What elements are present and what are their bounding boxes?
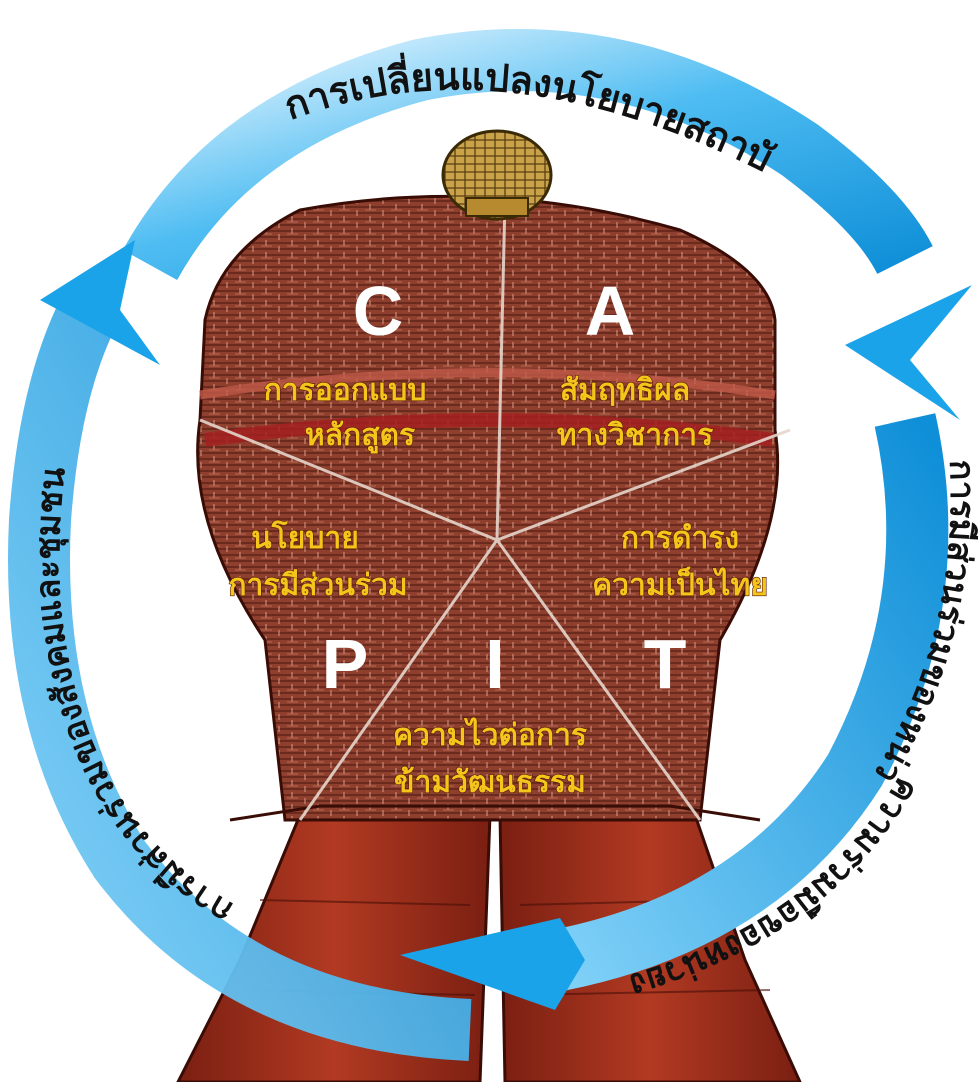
segment-c-line2: หลักสูตร bbox=[305, 418, 415, 454]
segment-i-line1: ความไวต่อการ bbox=[393, 717, 587, 753]
segment-p-line2: การมีส่วนร่วม bbox=[228, 568, 407, 603]
segment-letter-p: P bbox=[322, 625, 369, 703]
segment-letter-i: I bbox=[485, 625, 504, 703]
segment-t-line1: การดำรง bbox=[621, 521, 739, 556]
segment-t-line2: ความเป็นไทย bbox=[592, 566, 768, 603]
segment-c-line1: การออกแบบ bbox=[264, 373, 427, 408]
cycle-label-left: การมีส่วนร่วมของสังคมและชุมชน bbox=[28, 465, 239, 932]
segment-i-line2: ข้ามวัฒนธรรม bbox=[394, 765, 586, 800]
segment-letter-a: A bbox=[585, 272, 636, 350]
segment-letter-t: T bbox=[644, 625, 687, 703]
segment-a-line2: ทางวิชาการ bbox=[557, 418, 713, 453]
segment-letter-c: C bbox=[353, 272, 404, 350]
segment-a-line1: สัมฤทธิผล bbox=[560, 373, 690, 408]
segment-p-line1: นโยบาย bbox=[251, 519, 359, 556]
basket-knob-icon bbox=[443, 131, 551, 219]
arrow-head-right bbox=[845, 285, 972, 420]
